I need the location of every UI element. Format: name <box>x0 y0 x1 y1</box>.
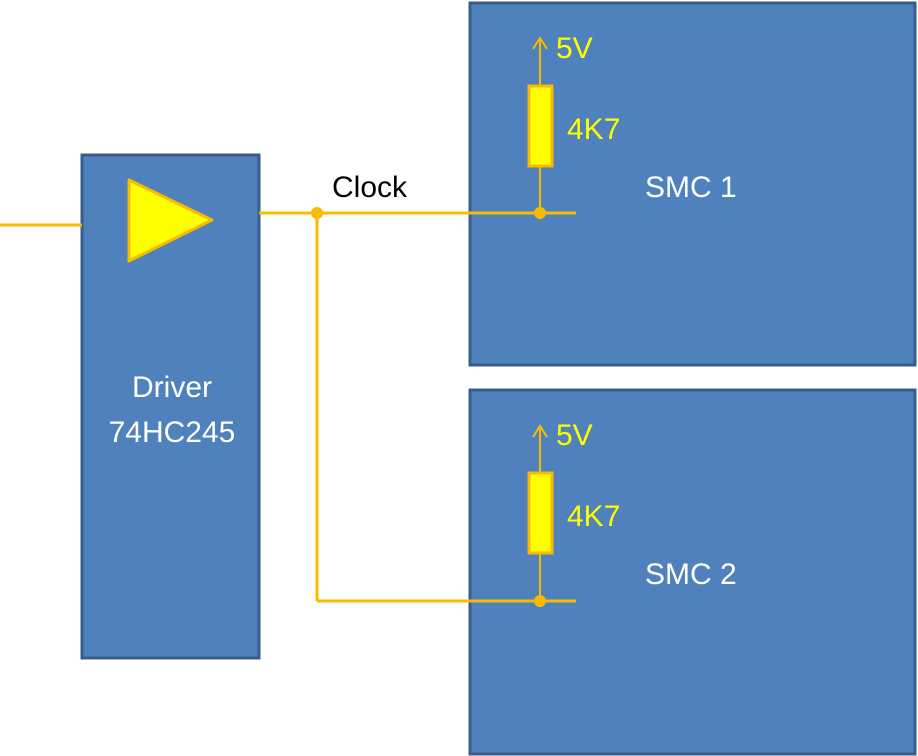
smc2-junction-dot <box>534 595 546 607</box>
smc1-block <box>468 1 917 367</box>
smc1-resistor-label: 4K7 <box>567 113 620 146</box>
clock-label: Clock <box>332 171 408 204</box>
smc2-name-label: SMC 2 <box>645 558 737 591</box>
buffer-triangle-icon <box>127 178 214 263</box>
smc1-junction-dot <box>534 207 546 219</box>
smc1-name-label: SMC 1 <box>645 171 737 204</box>
smc2-resistor <box>527 471 554 555</box>
smc1-arrow-icon <box>532 36 548 50</box>
smc1-resistor <box>527 84 554 168</box>
smc2-resistor-label: 4K7 <box>567 500 620 533</box>
smc1-voltage-label: 5V <box>556 32 593 65</box>
junction-dot <box>311 207 323 219</box>
driver-label-line1: Driver <box>132 371 212 404</box>
smc2-block <box>468 388 917 756</box>
driver-label-line2: 74HC245 <box>109 416 236 449</box>
smc2-arrow-icon <box>532 424 548 438</box>
smc2-voltage-label: 5V <box>556 419 593 452</box>
